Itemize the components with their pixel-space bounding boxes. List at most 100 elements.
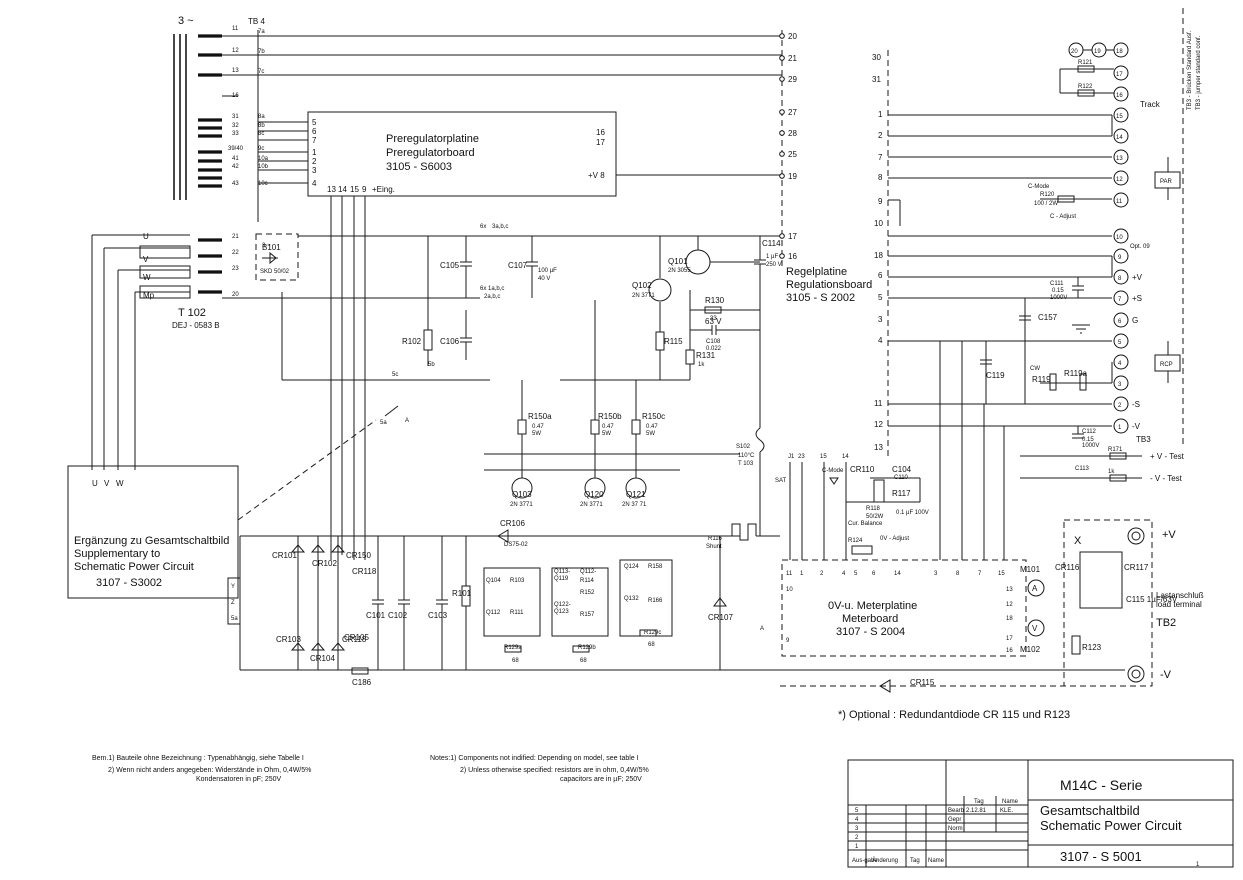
note-en-1: Notes:1) Components not indified: Depend… — [430, 755, 639, 762]
svg-text:1: 1 — [855, 844, 859, 850]
svg-text:27: 27 — [788, 108, 797, 117]
svg-text:11: 11 — [232, 26, 239, 32]
svg-text:C111: C111 — [1050, 281, 1064, 287]
svg-text:1000V: 1000V — [1082, 443, 1099, 449]
svg-text:Aus-gabe: Aus-gabe — [852, 858, 878, 864]
svg-text:6x 1a,b,c: 6x 1a,b,c — [480, 286, 504, 292]
extension-line3: Schematic Power Circuit — [74, 561, 194, 573]
svg-text:Track: Track — [1140, 100, 1161, 109]
svg-text:CR110: CR110 — [850, 465, 875, 474]
svg-text:+V 8: +V 8 — [588, 171, 605, 180]
svg-text:10: 10 — [786, 587, 793, 593]
svg-text:R171: R171 — [1108, 447, 1123, 453]
svg-text:CR150: CR150 — [346, 551, 371, 560]
svg-text:Shunt: Shunt — [706, 544, 722, 550]
svg-text:R152: R152 — [580, 590, 595, 596]
tb3-signal-labels: Track +V +S G -S -V TB3 Opt. 09 PAR RCP — [1130, 100, 1173, 444]
r102-label: R102 — [402, 337, 422, 346]
title-de: Gesamtschaltbild — [1040, 803, 1140, 818]
svg-text:33: 33 — [232, 131, 239, 137]
svg-text:C186: C186 — [352, 678, 372, 687]
svg-text:Tag: Tag — [910, 858, 920, 864]
svg-text:V: V — [1032, 624, 1038, 633]
svg-text:10a: 10a — [258, 156, 269, 162]
svg-text:CR102: CR102 — [312, 559, 337, 568]
svg-text:Q103: Q103 — [512, 490, 532, 499]
note-de-1: Bem.1) Bauteile ohne Bezeichnung : Typen… — [92, 755, 304, 762]
svg-text:C108: C108 — [706, 339, 721, 345]
svg-text:R116: R116 — [708, 536, 723, 542]
svg-text:13: 13 — [327, 185, 336, 194]
svg-text:39/40: 39/40 — [228, 146, 244, 152]
preregulator-right-pins: 16 17 +V 8 — [588, 128, 782, 180]
svg-text:V: V — [104, 479, 110, 488]
svg-text:22: 22 — [232, 250, 239, 256]
svg-text:2: 2 — [1118, 403, 1122, 409]
svg-text:0.47: 0.47 — [602, 424, 614, 430]
svg-text:32: 32 — [232, 123, 239, 129]
svg-text:0.47: 0.47 — [646, 424, 658, 430]
svg-text:TB3: TB3 — [1136, 435, 1151, 444]
svg-text:PAR: PAR — [1160, 179, 1173, 185]
svg-text:R123: R123 — [1082, 643, 1102, 652]
svg-text:13: 13 — [874, 443, 883, 452]
meter-title-de: 0V-u. Meterplatine — [828, 600, 917, 612]
svg-text:CR118: CR118 — [342, 635, 367, 644]
svg-text:2: 2 — [820, 571, 824, 577]
svg-text:19: 19 — [788, 172, 797, 181]
svg-text:Y: Y — [231, 584, 235, 590]
svg-text:9: 9 — [786, 638, 790, 644]
plus-v-test: + V - Test — [1150, 452, 1185, 461]
transistor-q102 — [648, 278, 672, 302]
note-en-2b: capacitors are in µF; 250V — [560, 776, 642, 783]
svg-text:9: 9 — [362, 185, 367, 194]
svg-text:W: W — [116, 479, 124, 488]
svg-text:16: 16 — [232, 93, 239, 99]
svg-text:CR104: CR104 — [310, 654, 335, 663]
svg-text:6: 6 — [312, 127, 317, 136]
svg-text:+V: +V — [1132, 273, 1143, 282]
svg-text:8: 8 — [956, 571, 960, 577]
opt09-module — [1079, 551, 1123, 609]
svg-text:R122: R122 — [1078, 84, 1093, 90]
thermal-switch-s102 — [755, 427, 765, 453]
svg-text:Norm: Norm — [948, 826, 963, 832]
svg-text:2: 2 — [855, 835, 859, 841]
svg-text:0.1 µF 100V: 0.1 µF 100V — [896, 510, 929, 516]
tb3-note-de: TB3 - Brücken Standard Ausf. — [1187, 30, 1193, 110]
svg-text:11: 11 — [786, 571, 793, 577]
svg-text:R129a: R129a — [504, 645, 522, 651]
svg-text:18: 18 — [1006, 616, 1013, 622]
svg-text:1: 1 — [1196, 862, 1200, 868]
svg-text:2N 3055: 2N 3055 — [668, 268, 691, 274]
svg-text:6: 6 — [1118, 319, 1122, 325]
svg-text:14: 14 — [1116, 135, 1123, 141]
svg-text:5a: 5a — [380, 420, 387, 426]
svg-text:5W: 5W — [646, 431, 655, 437]
svg-text:30: 30 — [872, 53, 881, 62]
svg-text:4: 4 — [855, 817, 859, 823]
transformer-name: T 102 — [178, 307, 206, 319]
svg-text:23: 23 — [798, 454, 805, 460]
svg-text:8a: 8a — [258, 114, 265, 120]
primary-phase-bus — [173, 34, 187, 200]
svg-text:8: 8 — [1118, 276, 1122, 282]
svg-text:0.022: 0.022 — [706, 346, 722, 352]
svg-text:8b: 8b — [258, 123, 265, 129]
svg-text:10: 10 — [1116, 235, 1123, 241]
svg-text:A: A — [1032, 584, 1038, 593]
svg-text:CR116: CR116 — [1055, 563, 1080, 572]
svg-text:23: 23 — [232, 266, 239, 272]
svg-text:R150a: R150a — [528, 412, 552, 421]
svg-text:0.15: 0.15 — [1082, 437, 1094, 443]
driver-transistor-groups — [483, 559, 673, 653]
extension-line1: Ergänzung zu Gesamtschaltbild — [74, 535, 229, 547]
resistor-r102 — [423, 236, 433, 366]
svg-text:10b: 10b — [258, 164, 269, 170]
svg-text:7c: 7c — [258, 69, 264, 75]
svg-text:R150c: R150c — [642, 412, 665, 421]
svg-text:Q122-: Q122- — [554, 602, 571, 608]
svg-text:C103: C103 — [428, 611, 448, 620]
